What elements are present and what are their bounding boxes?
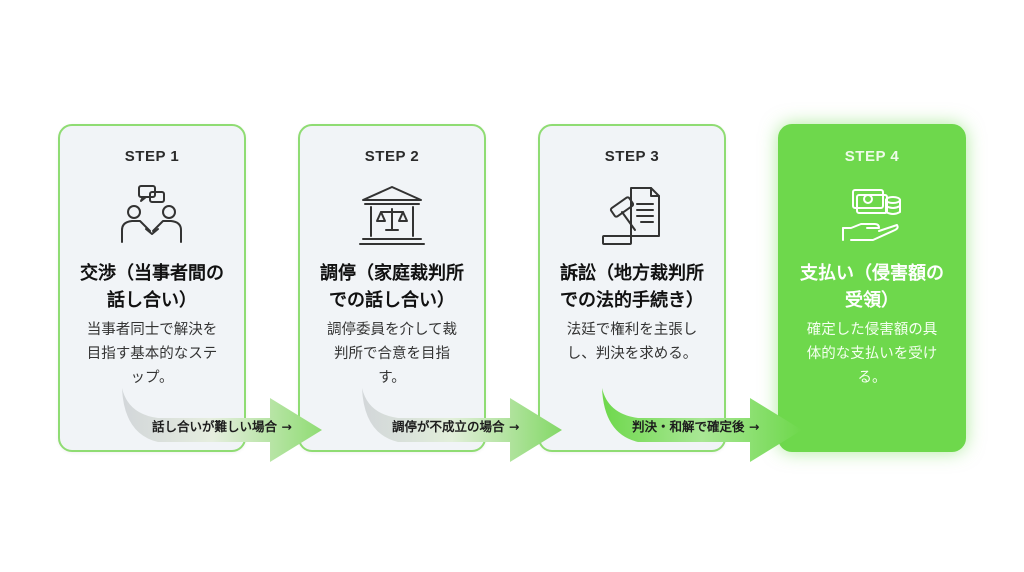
courthouse-icon [357,182,427,252]
negotiation-icon [117,182,187,252]
step-card-2: STEP 2 調停（家庭裁判所 での話し合い） 調停委員を介して裁 判所で合意を… [298,124,486,452]
step-label: STEP 2 [364,148,420,165]
connector-arrow-3: 判決・和解で確定後 → [598,384,810,464]
step-description: 調停委員を介して裁 判所で合意を目指 す。 [326,322,458,386]
money-hand-icon [837,182,907,252]
step-description: 確定した侵害額の具 体的な支払いを受け る。 [806,322,938,386]
connector-arrow-1: 話し合いが難しい場合 → [118,384,330,464]
step-label: STEP 1 [124,148,180,165]
step-description: 当事者同士で解決を 目指す基本的なステ ップ。 [86,322,218,386]
connector-label: 話し合いが難しい場合 → [152,419,292,434]
step-card-1: STEP 1 交渉（当事者間の 話し合い） 当事者同士で解決を 目指す基本的なス… [58,124,246,452]
connector-arrow-2: 調停が不成立の場合 → [358,384,570,464]
step-title: 訴訟（地方裁判所 での法的手続き） [560,263,704,311]
connector-label: 調停が不成立の場合 → [392,419,520,434]
step-title: 調停（家庭裁判所 での話し合い） [320,263,464,311]
step-label: STEP 4 [844,148,900,165]
gavel-document-icon [597,182,667,252]
step-card-3: STEP 3 訴訟（地方裁判所 での法的手続き） 法廷で権利を主張し し、判決を… [538,124,726,452]
connector-label: 判決・和解で確定後 → [632,419,760,434]
step-description: 法廷で権利を主張し し、判決を求める。 [566,322,698,362]
step-title: 交渉（当事者間の 話し合い） [80,263,224,311]
step-title: 支払い（侵害額の 受領） [800,263,944,311]
step-label: STEP 3 [604,148,660,165]
step-card-4: STEP 4 支払い（侵害額の 受領） 確定した侵害額の具 体的な支払いを受け … [778,124,966,452]
